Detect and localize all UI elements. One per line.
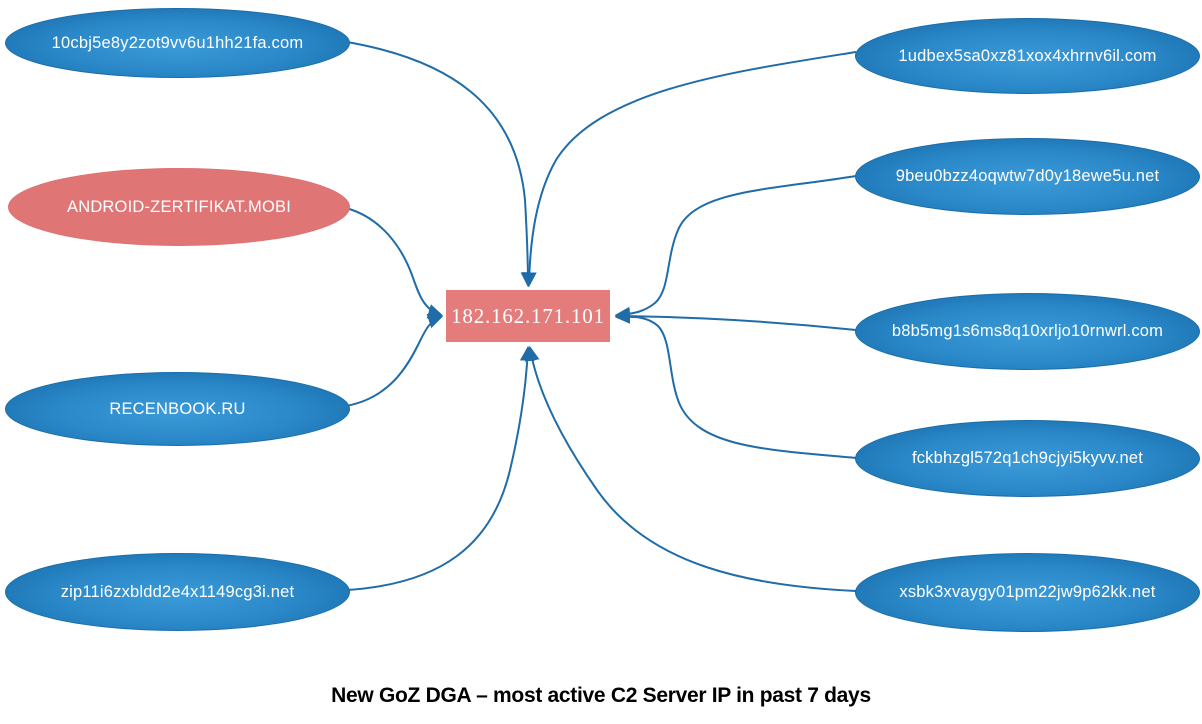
node-label: 10cbj5e8y2zot9vv6u1hh21fa.com (51, 33, 304, 52)
connector-zip11-to-c2 (346, 345, 535, 591)
node-label: 1udbex5sa0xz81xox4xhrnv6il.com (898, 46, 1157, 65)
connector-b8b5-to-c2 (614, 308, 857, 331)
node-1udbex-com: 1udbex5sa0xz81xox4xhrnv6il.com (855, 18, 1200, 94)
node-fckbhzgl-net: fckbhzgl572q1ch9cjyi5kyvv.net (855, 420, 1200, 497)
node-b8b5-com: b8b5mg1s6ms8q10xrljo10rnwrl.com (855, 293, 1200, 370)
c2-server-ip-label: 182.162.171.101 (451, 303, 605, 328)
node-label: ANDROID-ZERTIFIKAT.MOBI (67, 197, 291, 216)
node-label: xsbk3xvaygy01pm22jw9p62kk.net (899, 583, 1156, 601)
node-xsbk3-net: xsbk3xvaygy01pm22jw9p62kk.net (855, 553, 1200, 632)
c2-server-node: 182.162.171.101 (446, 290, 610, 342)
node-zip11-net: zip11i6zxbldd2e4x1149cg3i.net (5, 553, 350, 631)
node-label: RECENBOOK.RU (109, 399, 246, 418)
node-label: 9beu0bzz4oqwtw7d0y18ewe5u.net (895, 167, 1160, 185)
node-9beu-net: 9beu0bzz4oqwtw7d0y18ewe5u.net (855, 138, 1200, 215)
connector-xsbk3-to-c2 (524, 345, 857, 592)
node-label: fckbhzgl572q1ch9cjyi5kyvv.net (911, 449, 1144, 467)
node-10cbj-com: 10cbj5e8y2zot9vv6u1hh21fa.com (5, 8, 350, 78)
node-label: zip11i6zxbldd2e4x1149cg3i.net (60, 582, 295, 601)
diagram-title: New GoZ DGA – most active C2 Server IP i… (331, 684, 871, 707)
connector-recenbook-to-c2 (345, 313, 444, 407)
connector-android-to-c2 (345, 207, 444, 319)
connector-fckbhzgl-to-c2 (614, 308, 857, 459)
node-recenbook-ru: RECENBOOK.RU (5, 372, 350, 446)
connector-10cbj-to-c2 (346, 41, 536, 288)
connector-1udbex-to-c2 (521, 51, 857, 288)
node-android-zertifikat-mobi: ANDROID-ZERTIFIKAT.MOBI (8, 168, 350, 246)
connector-9beu-to-c2 (614, 175, 857, 322)
node-label: b8b5mg1s6ms8q10xrljo10rnwrl.com (891, 322, 1164, 340)
